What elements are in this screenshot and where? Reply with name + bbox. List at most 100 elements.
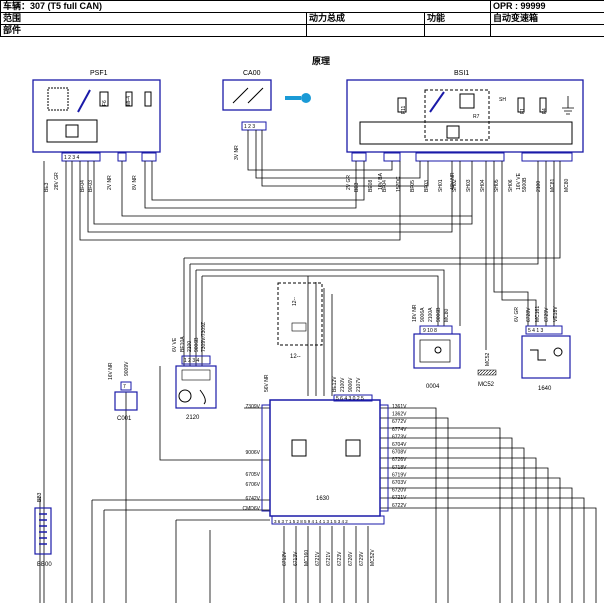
c2120-wire-label: 7309V/7309Z: [201, 322, 207, 352]
c1630-top-pins: 5 6 4 3 0 2 5: [336, 396, 364, 402]
psf1-pins: 1 2 3 4: [64, 155, 80, 161]
c1630-right-wire-label: 6720V: [392, 488, 407, 494]
c1640-label: 1640: [538, 386, 552, 392]
c001-pin: 7: [123, 384, 126, 390]
psf1-unit: PSF1 F6 MF4: [32, 70, 161, 153]
c1630-left-wire-label: CMD6V: [242, 506, 260, 512]
c1630-bottom-wire-label: 6712V: [282, 551, 288, 566]
psf1-conn-text: 28V GR: [54, 172, 60, 190]
mc52-unit: MC52 MC52: [477, 352, 497, 388]
c1630-bottom-wire-label: 6721V: [315, 551, 321, 566]
c1630-right-wire-label: 6773V: [392, 434, 407, 440]
c1630-unit: 1630 5 6 4 3 0 2 5 3 6 3 7 1 5 2 8 5 9 4…: [261, 374, 389, 525]
bsi-wire-label: BE3: [354, 182, 360, 192]
c12-label: 12--: [290, 354, 301, 360]
c1630-right-wire-label: 1362V: [392, 412, 407, 418]
ca00-label: CA00: [243, 70, 261, 77]
c1640-pins: 5 4 1 3: [528, 328, 544, 334]
c1630-left-wire-label: 9006V: [246, 450, 261, 456]
bsi1-unit: BSI1 R7 F11 F1 F4 SH: [346, 70, 584, 153]
c001-wire: 9009V: [124, 361, 130, 376]
c1630-top-wire-label: BE12V: [332, 376, 338, 392]
c1640-wire-label: VE18V: [553, 306, 559, 322]
c1630-top-conn: 56V NR: [264, 374, 270, 392]
c2120-label: 2120: [186, 415, 200, 421]
c0004-label: 0004: [426, 384, 440, 390]
bsi-wire-label: MC81: [550, 178, 556, 192]
mc52-label: MC52: [478, 382, 495, 388]
bb00-label: BB00: [37, 562, 52, 568]
c1630-right-wire-label: 6722V: [392, 503, 407, 509]
f6-label: F6: [102, 100, 108, 106]
c2120-conn-text: 6V VE: [172, 337, 178, 352]
c1630-right-wire-label: 6726V: [392, 457, 407, 463]
psf1-c2-text: 8V NR: [132, 175, 138, 190]
c1630-wire-labels: 7309V9006V6705V6706V6742VCMD6V1361V1362V…: [242, 376, 407, 566]
bsi1-c4-text: 16V VE: [516, 172, 522, 190]
bsi-wire-label: 5900B: [522, 177, 528, 192]
psf1-connector: 1 2 3 4 28V GR 2V NR 8V NR: [54, 152, 157, 190]
c1630-bottom-wire-label: 6723V: [337, 551, 343, 566]
c1630-right-wire-label: 6721V: [392, 495, 407, 501]
f11-label: F11: [401, 106, 407, 114]
c1630-bottom-wire-label: 6729V: [359, 551, 365, 566]
c1630-bottom-wire-label: 6713V: [293, 551, 299, 566]
bb00-unit: BB00 BB3: [34, 492, 52, 568]
c1630-bottom-wire-label: MC160: [304, 550, 310, 566]
c1630-right-wire-label: 6708V: [392, 450, 407, 456]
c1630-top-wire-label: 2100V: [340, 377, 346, 392]
r7-label: R7: [473, 114, 480, 120]
c1630-left-wire-label: 6742V: [246, 496, 261, 502]
psf1-wire-label: BF03: [88, 180, 94, 192]
bsi1-label: BSI1: [454, 70, 469, 77]
wire-network: [39, 130, 597, 603]
c1630-left-wire-label: 6706V: [246, 482, 261, 488]
c12-unit: 12-- 12--: [277, 282, 323, 360]
bsi-wire-label: SH06: [508, 179, 514, 192]
c1640-conn-text: 6V GR: [514, 307, 520, 322]
ca00-pins: 1 2 3: [244, 124, 255, 130]
c1630-right-wire-label: 6719V: [392, 472, 407, 478]
c001-label: C001: [117, 416, 132, 422]
c0004-unit: 9 10 8 0004 18V NR: [412, 304, 461, 390]
c2120-pins: 1 2 3 4: [184, 358, 200, 364]
psf1-wire-label: BE3: [44, 182, 50, 192]
f4-label: F4: [542, 108, 548, 114]
bsi-wire-label: 2100: [536, 181, 542, 192]
c2120-wire-label: BE10A: [180, 336, 186, 352]
c7302-label: 12--: [292, 297, 298, 306]
c1630-right-wire-label: 6774V: [392, 427, 407, 433]
bsi-wire-label: MC80: [564, 178, 570, 192]
f1-label: F1: [520, 108, 526, 114]
c1640-wire-label: MC161: [535, 306, 541, 322]
c1640-wire-label: 6729V: [544, 307, 550, 322]
c1630-bottom-wire-label: 6721V: [326, 551, 332, 566]
c1630-right-wire-label: 6703V: [392, 480, 407, 486]
bsi-wire-label: SH02: [452, 179, 458, 192]
bsi1-c3-text: 40V NR: [450, 172, 456, 190]
psf1-c1-text: 2V NR: [107, 175, 113, 190]
c001-conn-text: 16V NR: [108, 362, 114, 380]
c1630-right-wire-label: 1361V: [392, 404, 407, 410]
c2120-unit: 1 2 3 4 2120 6V VE: [172, 337, 217, 421]
c1640-unit: 5 4 1 3 1640 6V GR: [514, 307, 571, 392]
c1630-label: 1630: [316, 496, 330, 502]
c0004-wire-label: 2100A: [428, 307, 434, 322]
c1630-left-wire-label: 7309V: [246, 404, 261, 410]
title-block: 车辆：307 (T5 full CAN) OPR : 99999 范围 动力总成…: [0, 0, 604, 37]
c1630-bottom-wire-label: MC52V: [370, 549, 376, 566]
c1630-bottom-pins: 3 6 3 7 1 5 2 8 5 9 4 1 4 1 3 1 5 3 4 2: [274, 519, 348, 524]
bb00-wire: BB3: [37, 492, 43, 502]
mf4-label: MF4: [126, 96, 132, 106]
c0004-wire-label: 9006B: [436, 307, 442, 322]
bsi-wire-label: SH04: [480, 179, 486, 192]
psf1-wire-label: BF04: [80, 180, 86, 192]
c0004-wire-label: MC80: [444, 308, 450, 322]
c0004-conn-text: 18V NR: [412, 304, 418, 322]
c0004-wire-label: 9006A: [420, 307, 426, 322]
psf1-label: PSF1: [90, 70, 108, 77]
c1630-right-wire-label: 6718V: [392, 465, 407, 471]
